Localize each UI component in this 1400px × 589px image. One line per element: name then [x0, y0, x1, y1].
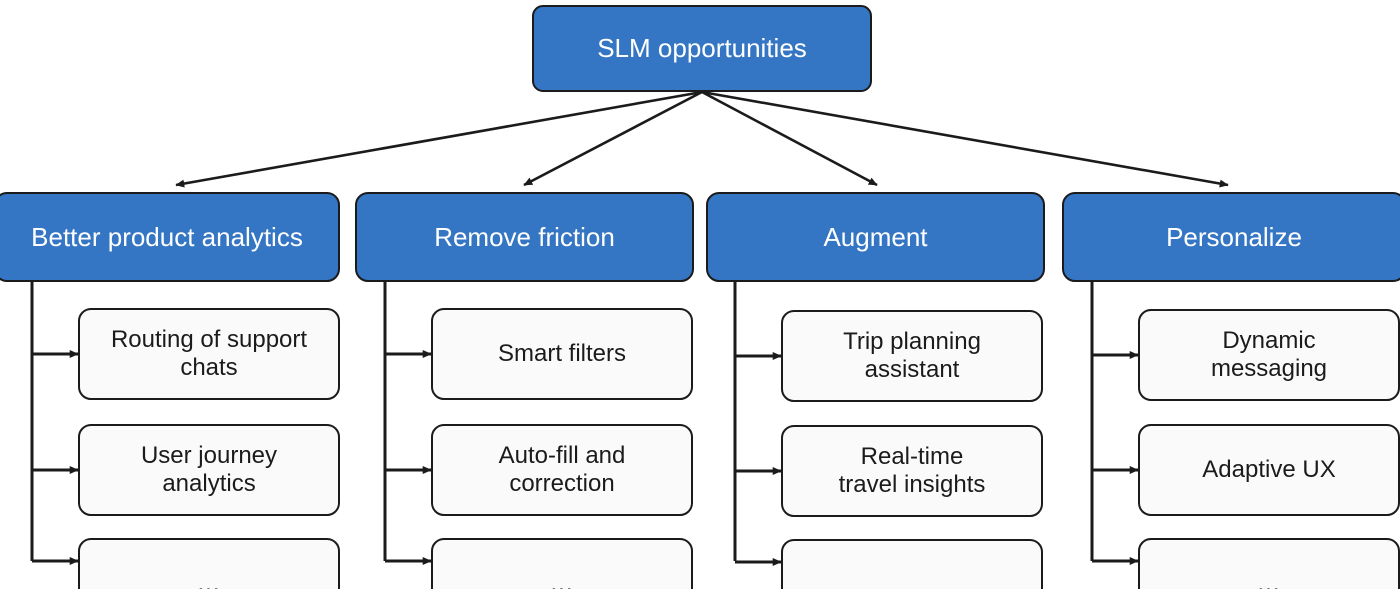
node-leaf-adaptive-ux[interactable]: Adaptive UX — [1138, 424, 1400, 516]
node-leaf-user-journey-analytics[interactable]: User journey analytics — [78, 424, 340, 516]
node-category-better-product-analytics[interactable]: Better product analytics — [0, 192, 340, 282]
node-category-remove-friction[interactable]: Remove friction — [355, 192, 694, 282]
node-label: ... — [900, 570, 924, 589]
edge-group-personalize — [1090, 282, 1139, 565]
node-label: SLM opportunities — [597, 33, 807, 64]
node-label: Remove friction — [434, 221, 615, 252]
node-label: Real-time travel insights — [838, 442, 986, 498]
node-label: Dynamic messaging — [1210, 326, 1328, 382]
node-label: Better product analytics — [31, 221, 303, 252]
edge-root-to-personalize — [701, 90, 1229, 188]
edge-root-to-remove-friction — [523, 90, 703, 187]
node-label: Augment — [823, 221, 928, 252]
node-category-augment[interactable]: Augment — [706, 192, 1045, 282]
node-leaf-more-personalize[interactable]: ... — [1138, 538, 1400, 589]
node-label: Trip planning assistant — [843, 327, 981, 383]
node-label: Adaptive UX — [1202, 455, 1336, 483]
node-label: Routing of support chats — [110, 325, 308, 381]
edge-root-to-augment — [701, 90, 878, 187]
node-label: Personalize — [1166, 221, 1302, 252]
node-label: Auto-fill and correction — [498, 441, 626, 497]
edge-group-better-product-analytics — [30, 282, 79, 565]
node-label: ... — [197, 569, 221, 589]
node-root-slm-opportunities[interactable]: SLM opportunities — [532, 5, 872, 92]
node-label: User journey analytics — [140, 441, 278, 497]
node-leaf-more-augment[interactable]: ... — [781, 539, 1043, 589]
node-leaf-trip-planning-assistant[interactable]: Trip planning assistant — [781, 310, 1043, 402]
node-leaf-auto-fill-and-correction[interactable]: Auto-fill and correction — [431, 424, 693, 516]
node-category-personalize[interactable]: Personalize — [1062, 192, 1400, 282]
node-label: ... — [1257, 569, 1281, 589]
edge-group-remove-friction — [383, 282, 432, 565]
node-leaf-more-better-product-analytics[interactable]: ... — [78, 538, 340, 589]
node-leaf-smart-filters[interactable]: Smart filters — [431, 308, 693, 400]
node-leaf-more-remove-friction[interactable]: ... — [431, 538, 693, 589]
node-label: Smart filters — [497, 339, 626, 367]
node-leaf-real-time-travel-insights[interactable]: Real-time travel insights — [781, 425, 1043, 517]
edge-root-to-better-product-analytics — [175, 90, 703, 188]
edge-group-augment — [733, 282, 782, 566]
node-leaf-routing-of-support-chats[interactable]: Routing of support chats — [78, 308, 340, 400]
node-leaf-dynamic-messaging[interactable]: Dynamic messaging — [1138, 309, 1400, 401]
node-label: ... — [550, 569, 574, 589]
